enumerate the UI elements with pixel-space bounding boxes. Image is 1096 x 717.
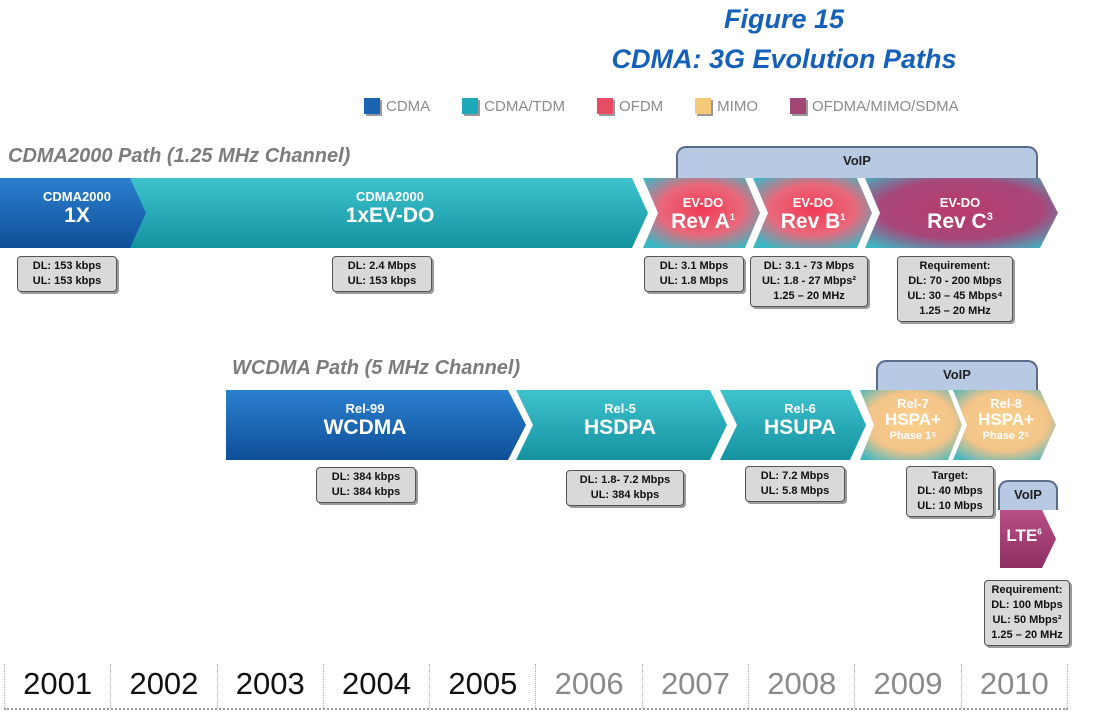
legend-label-cdma: CDMA xyxy=(386,97,431,115)
year-2009: 2009 xyxy=(854,664,960,708)
year-timeline: 2001 2002 2003 2004 2005 2006 2007 2008 … xyxy=(4,664,1068,710)
legend-label-mimo: MIMO xyxy=(717,97,758,115)
wcdma-bars xyxy=(226,390,1056,460)
bar-1x xyxy=(0,178,150,248)
legend-swatch-ofdm xyxy=(597,98,613,114)
year-2004: 2004 xyxy=(322,664,429,708)
lte-bar-svg xyxy=(1000,510,1056,568)
cdma-bars xyxy=(0,178,1058,248)
bar-1xev-do xyxy=(130,178,648,248)
wcdma-path-title: WCDMA Path (5 MHz Channel) xyxy=(232,357,521,379)
bar-rev-a xyxy=(643,178,760,248)
bar-lte xyxy=(1000,510,1056,568)
figure-title: CDMA: 3G Evolution Paths xyxy=(611,44,957,74)
legend-label-ofdm: OFDM xyxy=(619,97,664,115)
bar-hspa-plus-1 xyxy=(860,390,962,460)
bar-rev-c xyxy=(865,178,1058,248)
wcdma-voip-bracket: VoIP xyxy=(876,360,1038,390)
year-2010: 2010 xyxy=(960,664,1068,708)
year-2007: 2007 xyxy=(641,664,748,708)
cdma-path-title: CDMA2000 Path (1.25 MHz Channel) xyxy=(8,145,351,167)
legend-label-ofdma: OFDMA/MIMO/SDMA xyxy=(812,97,959,115)
cdma-voip-bracket: VoIP xyxy=(676,146,1038,178)
legend-label-cdma-tdm: CDMA/TDM xyxy=(484,97,565,115)
year-2001: 2001 xyxy=(4,664,110,708)
legend-swatch-cdma xyxy=(364,98,380,114)
bar-hsupa xyxy=(720,390,866,460)
legend-swatch-cdma-tdm xyxy=(462,98,479,114)
year-2006: 2006 xyxy=(535,664,641,708)
year-2003: 2003 xyxy=(216,664,323,708)
year-2008: 2008 xyxy=(748,664,854,708)
legend: CDMA CDMA/TDM OFDM MIMO OFDMA/MIMO/SDMA xyxy=(364,94,959,118)
figure-number: Figure 15 xyxy=(723,4,845,34)
bar-wcdma xyxy=(226,390,526,460)
bar-hspa-plus-2 xyxy=(953,390,1056,460)
stage-lte-label: LTE6 xyxy=(1006,526,1042,545)
bar-rev-b xyxy=(753,178,872,248)
legend-swatch-mimo xyxy=(695,98,712,114)
legend-swatch-ofdma xyxy=(790,98,806,114)
year-2002: 2002 xyxy=(110,664,216,708)
bar-hsdpa xyxy=(516,390,727,460)
year-2005: 2005 xyxy=(429,664,535,708)
lte-voip-bracket: VoIP xyxy=(998,480,1058,510)
